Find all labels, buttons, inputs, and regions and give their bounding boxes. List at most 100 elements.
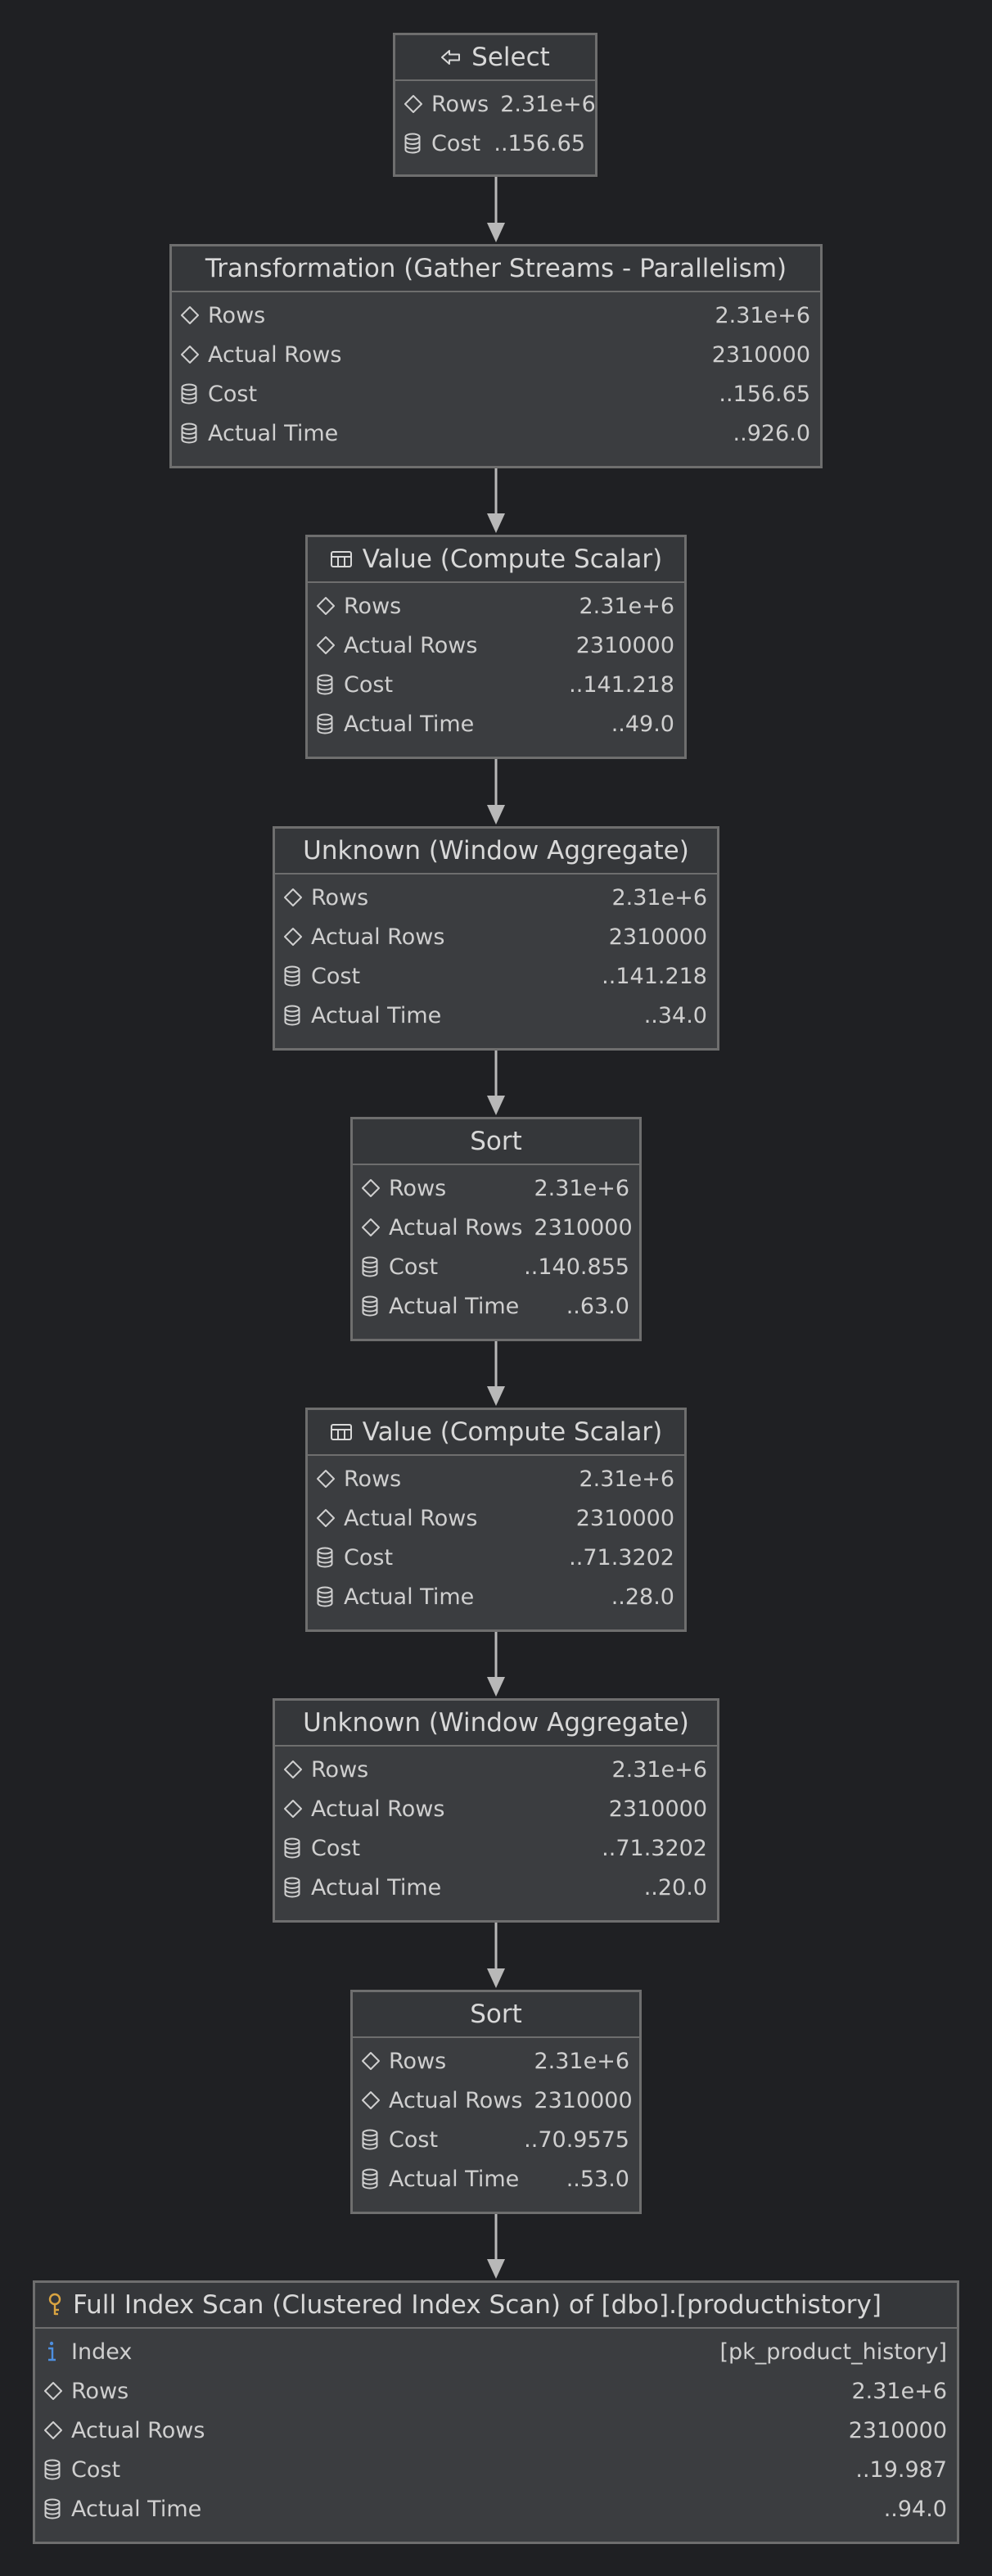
database-icon [316,672,344,697]
diamond-icon [316,1467,344,1491]
database-icon [361,1254,389,1279]
diamond-icon [180,303,208,328]
database-icon [361,2167,389,2191]
connector-arrow [487,1341,505,1406]
row-actual-time: Actual Time..28.0 [308,1577,684,1616]
row-actual-time: Actual Time..49.0 [308,704,684,743]
database-icon [180,382,208,406]
diamond-icon [361,1176,389,1200]
connector-arrow [487,1051,505,1115]
diamond-icon [361,2088,389,2113]
table-icon [330,1422,353,1442]
diamond-icon [283,1757,311,1782]
node-title: Sort [353,1992,639,2038]
diamond-icon [361,2049,389,2073]
database-icon [43,2497,71,2521]
connector-arrow [487,759,505,825]
connector-arrow [487,1923,505,1988]
row-actual-time: Actual Time..53.0 [353,2159,639,2199]
database-icon [283,1003,311,1028]
row-cost: Cost..141.218 [308,665,684,704]
database-icon [316,1584,344,1609]
database-icon [43,2457,71,2482]
plan-node-clustered-index-scan[interactable]: Full Index Scan (Clustered Index Scan) o… [33,2280,959,2544]
row-cost: Cost..156.65 [395,124,595,163]
row-cost: Cost..140.855 [353,1247,639,1286]
diamond-icon [43,2418,71,2443]
row-cost: Cost..71.3202 [275,1828,717,1868]
plan-node-gather-streams[interactable]: Transformation (Gather Streams - Paralle… [169,244,823,468]
database-icon [283,964,311,988]
database-icon [283,1836,311,1860]
arrow-left-icon [440,48,462,66]
database-icon [316,712,344,736]
diamond-icon [361,1215,389,1240]
info-icon [43,2339,71,2364]
row-actual-time: Actual Time..94.0 [35,2489,957,2529]
row-actual-time: Actual Time..63.0 [353,1286,639,1326]
diamond-icon [316,1506,344,1530]
diamond-icon [316,594,344,618]
diamond-icon [404,92,431,116]
diamond-icon [283,924,311,949]
diamond-icon [283,1796,311,1821]
node-title: Unknown (Window Aggregate) [275,829,717,874]
row-actual-time: Actual Time..926.0 [172,414,820,453]
database-icon [404,131,431,156]
connector-arrow [487,177,505,242]
node-title: Unknown (Window Aggregate) [275,1701,717,1747]
row-cost: Cost..70.9575 [353,2120,639,2159]
diamond-icon [43,2379,71,2403]
diamond-icon [180,342,208,367]
node-title: Value (Compute Scalar) [308,537,684,583]
database-icon [180,421,208,445]
row-cost: Cost..141.218 [275,956,717,996]
diamond-icon [283,885,311,910]
connector-arrow [487,468,505,533]
node-title: Full Index Scan (Clustered Index Scan) o… [35,2283,957,2329]
row-cost: Cost..71.3202 [308,1538,684,1577]
row-actual-time: Actual Time..20.0 [275,1868,717,1907]
node-title: Value (Compute Scalar) [308,1410,684,1456]
row-cost: Cost..19.987 [35,2450,957,2489]
row-index: Index[pk_product_history] [35,2332,957,2371]
diamond-icon [316,633,344,658]
row-cost: Cost..156.65 [172,374,820,414]
node-title: Transformation (Gather Streams - Paralle… [172,246,820,292]
database-icon [361,1294,389,1318]
key-icon [47,2293,63,2317]
database-icon [361,2127,389,2152]
database-icon [316,1545,344,1570]
connector-arrow [487,2214,505,2279]
row-actual-time: Actual Time..34.0 [275,996,717,1035]
connector-arrow [487,1632,505,1697]
node-title: Select [395,35,595,81]
node-title: Sort [353,1119,639,1165]
database-icon [283,1875,311,1900]
table-icon [330,549,353,569]
